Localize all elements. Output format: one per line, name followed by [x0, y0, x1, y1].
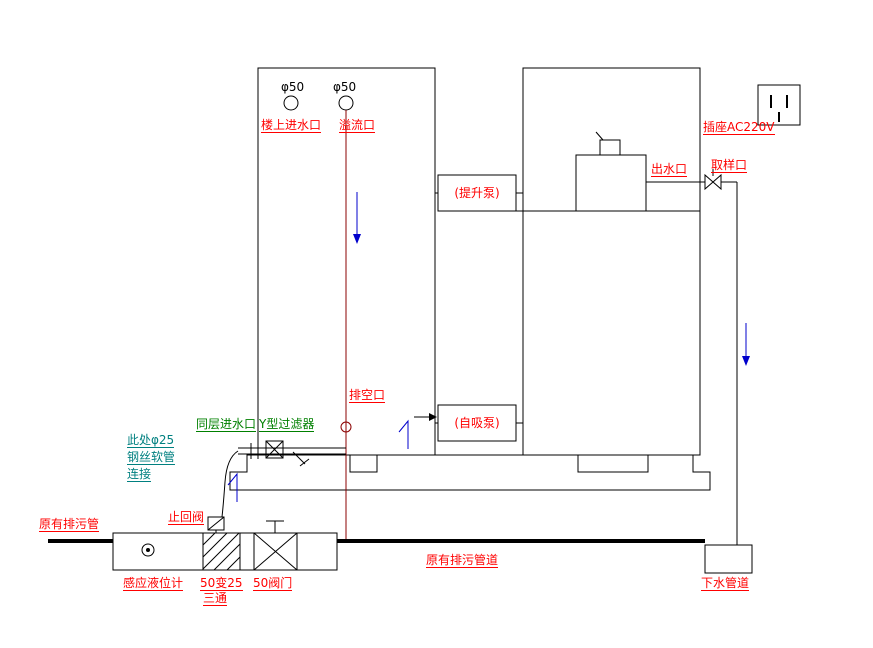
label-upstairs-inlet: 楼上进水口	[261, 118, 322, 133]
lift-pump-box	[437, 174, 517, 212]
reducer-tee-body	[202, 532, 241, 571]
label-down-pipe: 下水管道	[701, 576, 750, 591]
label-valve-50: 50阀门	[253, 576, 293, 591]
y-filter-diag-2	[265, 440, 284, 459]
label-phi50-left: φ50	[281, 80, 305, 94]
label-lift-pump: (提升泵)	[454, 186, 500, 200]
fitting-container-box	[112, 532, 338, 571]
label-self-priming-pump: (自吸泵)	[454, 416, 500, 430]
base-pedestal	[229, 454, 711, 491]
label-drain-port: 排空口	[349, 388, 386, 403]
motor-box	[575, 154, 647, 212]
label-y-filter: Y型过滤器	[259, 417, 315, 432]
upstairs-inlet-circle	[283, 95, 299, 111]
tee-hatch-1	[202, 532, 216, 546]
right-tank	[522, 67, 701, 456]
socket-outlet-icon	[757, 84, 801, 126]
label-overflow-port: 溢流口	[339, 118, 376, 133]
label-level-sensor: 感应液位计	[123, 576, 184, 591]
y-filter-leg-cap	[299, 458, 310, 467]
tee-hatch-3	[202, 532, 240, 570]
label-power-socket: 插座AC220V	[703, 120, 775, 135]
label-existing-sewage-pipe: 原有排污管	[39, 517, 100, 532]
motor-vent-line	[595, 131, 604, 141]
overflow-inlet-circle	[338, 95, 354, 111]
y-filter-body	[265, 440, 284, 459]
level-sensor-icon	[141, 543, 155, 557]
level-sensor-dot	[146, 548, 150, 552]
flow-arrow-right-head	[742, 356, 750, 366]
flex-hose-line	[221, 450, 239, 518]
label-hose-note-3: 连接	[127, 467, 152, 482]
pump-inlet-arrow-head	[429, 413, 437, 421]
valve-50-diag-2	[253, 532, 298, 571]
sampling-valve-icon	[704, 173, 722, 191]
flow-mark-2	[227, 472, 238, 502]
label-hose-note-1: 此处φ25	[127, 433, 175, 448]
y-filter-leg	[292, 451, 306, 465]
motor-notch	[599, 139, 621, 156]
flow-mark-1	[398, 419, 409, 449]
label-reducer-tee-1: 50变25	[200, 576, 243, 591]
drain-port-circle	[340, 421, 352, 433]
label-reducer-tee-2: 三通	[203, 591, 228, 606]
down-pipe-box	[704, 544, 753, 574]
label-phi50-right: φ50	[333, 80, 357, 94]
tee-hatch-2	[202, 532, 228, 558]
label-same-floor-inlet: 同层进水口	[196, 417, 257, 432]
label-existing-sewage-pipeline: 原有排污管道	[426, 553, 499, 568]
check-valve-diag	[207, 516, 225, 531]
label-check-valve: 止回阀	[168, 510, 205, 525]
flow-arrow-left-head	[353, 234, 361, 244]
tee-hatch-4	[213, 543, 241, 571]
tee-hatch-5	[226, 556, 241, 571]
label-sampling-port: 取样口	[711, 158, 748, 173]
label-hose-note-2: 钢丝软管	[127, 450, 176, 465]
self-priming-pump-box	[437, 404, 517, 442]
label-water-outlet: 出水口	[651, 162, 688, 177]
